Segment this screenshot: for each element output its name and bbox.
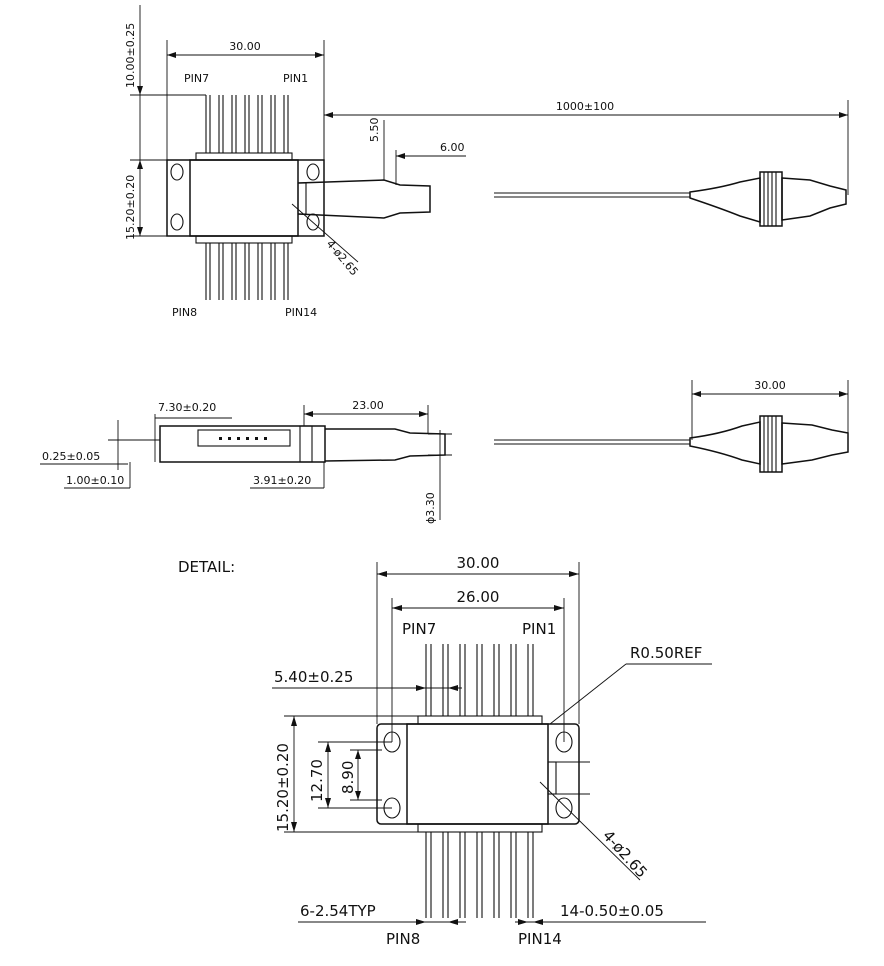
side-connector-ferrule: [781, 422, 849, 465]
dim-boot-length-label: 6.00: [440, 141, 465, 154]
detail-mounting-holes: [383, 731, 573, 819]
dim-detail-radius-label: R0.50REF: [630, 644, 702, 662]
detail-pin-header-bottom: [417, 823, 543, 833]
dim-detail-holes-label: 4-ø2.65: [599, 827, 651, 882]
side-connector-nut: [759, 415, 783, 473]
detail-pin1-label: PIN1: [522, 620, 556, 638]
dim-body-height-label: 15.20±0.20: [124, 175, 137, 240]
dim-pin-length-label: 10.00±0.25: [124, 23, 137, 88]
mounting-holes: [170, 163, 320, 231]
side-window: [197, 429, 291, 447]
side-boot: [324, 428, 446, 462]
package-body: [189, 159, 299, 237]
dim-side-connector: 30.00: [691, 379, 849, 440]
dim-base: 1.00±0.10: [64, 462, 131, 489]
dim-base-label: 1.00±0.10: [66, 474, 124, 487]
dim-detail-height: 15.20±0.20: [274, 715, 418, 833]
detail-title: DETAIL:: [178, 558, 235, 576]
detail-pin-header-top: [417, 715, 543, 725]
pin14-label: PIN14: [285, 306, 317, 319]
dim-detail-pin-offset: 5.40±0.25: [272, 668, 462, 691]
dim-lid-offset-label: 7.30±0.20: [158, 401, 216, 414]
dim-detail-inner-label: 8.90: [339, 761, 357, 794]
dim-fiber-dia: ϕ3.30: [424, 430, 452, 524]
dim-fiber-dia-label: ϕ3.30: [424, 492, 437, 524]
dim-top-width-label: 30.00: [229, 40, 261, 53]
dim-body-height: 15.20±0.20: [124, 159, 167, 240]
dim-side-connector-label: 30.00: [754, 379, 786, 392]
side-view: 30.00 7.30±0.20 23.00 0.25±0.05 1.00±0.1…: [40, 379, 849, 524]
dim-detail-pitch-label: 6-2.54TYP: [300, 902, 376, 920]
dim-flange: 3.91±0.20: [250, 462, 325, 489]
connector-boot: [689, 177, 761, 224]
side-connector-boot: [689, 421, 761, 465]
fiber-boot: [297, 179, 431, 219]
pins-bottom: [205, 243, 289, 300]
dim-detail-pitch: 6-2.54TYP: [298, 902, 466, 925]
dim-plate: 0.25±0.05: [40, 420, 160, 470]
detail-pin8-label: PIN8: [386, 930, 420, 948]
dim-detail-pin-offset-label: 5.40±0.25: [274, 668, 353, 686]
pins-top: [205, 95, 289, 153]
detail-fiber-stub: [548, 761, 590, 795]
dim-fiber-length-label: 1000±100: [556, 100, 614, 113]
dim-detail-width: 30.00: [376, 554, 580, 724]
connector-ferrule: [781, 177, 847, 221]
dim-detail-width-label: 30.00: [457, 554, 500, 572]
detail-pins-bottom: [425, 832, 534, 918]
dim-holes-label: 4-ø2.65: [324, 238, 361, 279]
connector-nut: [759, 171, 783, 227]
pin1-label: PIN1: [283, 72, 308, 85]
dim-detail-pin-width: 14-0.50±0.05: [515, 902, 706, 925]
dim-fiber-length: 1000±100: [323, 100, 849, 195]
dim-detail-hole-span: 12.70: [308, 741, 392, 809]
detail-view: DETAIL:: [178, 554, 712, 948]
dim-detail-pin-width-label: 14-0.50±0.05: [560, 902, 664, 920]
fiber: [494, 192, 690, 198]
dim-detail-radius: R0.50REF: [549, 644, 712, 725]
dim-detail-hole-pitch: 26.00: [391, 588, 565, 742]
dim-detail-holes: 4-ø2.65: [539, 781, 651, 882]
dim-side-boot: 23.00: [303, 399, 429, 434]
dim-lid-offset: 7.30±0.20: [154, 401, 232, 462]
detail-package-body: [406, 723, 549, 825]
dim-detail-hole-pitch-label: 26.00: [457, 588, 500, 606]
dim-detail-height-label: 15.20±0.20: [274, 743, 292, 832]
side-fiber: [494, 439, 690, 445]
detail-pins-top: [425, 644, 534, 716]
dim-flange-label: 3.91±0.20: [253, 474, 311, 487]
dim-plate-label: 0.25±0.05: [42, 450, 100, 463]
detail-pin14-label: PIN14: [518, 930, 562, 948]
top-view: 30.00 10.00±0.25 15.20±0.20 1000±100 5.5…: [124, 5, 849, 319]
pin-header-top: [195, 152, 293, 161]
dim-detail-hole-span-label: 12.70: [308, 759, 326, 802]
pin7-label: PIN7: [184, 72, 209, 85]
pin8-label: PIN8: [172, 306, 197, 319]
dim-pin-length: 10.00±0.25: [124, 5, 206, 160]
dim-boot-offset-label: 5.50: [368, 118, 381, 143]
pin-header-bottom: [195, 235, 293, 244]
detail-pin7-label: PIN7: [402, 620, 436, 638]
dim-boot-offset: 5.50 6.00: [368, 118, 466, 185]
dim-side-boot-label: 23.00: [352, 399, 384, 412]
dim-detail-inner: 8.90: [339, 749, 382, 801]
